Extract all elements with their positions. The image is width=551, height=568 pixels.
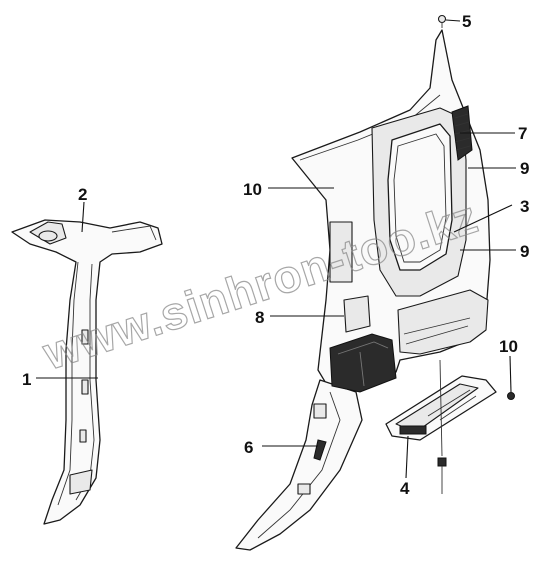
quarter-trim-panel xyxy=(291,29,491,391)
clip-fastener-5 xyxy=(437,14,447,28)
callout-4: 4 xyxy=(400,479,410,498)
screw-fastener xyxy=(437,457,447,494)
callout-2: 2 xyxy=(78,185,87,204)
callout-8: 8 xyxy=(255,308,264,327)
storage-housing xyxy=(329,333,397,393)
callout-5: 5 xyxy=(462,12,471,31)
callout-3: 3 xyxy=(520,197,529,216)
callout-9a: 9 xyxy=(520,159,529,178)
leader-10b xyxy=(509,355,512,393)
callout-1: 1 xyxy=(22,370,31,389)
lower-quarter-trim xyxy=(235,379,363,551)
callout-9b: 9 xyxy=(520,242,529,261)
callout-6: 6 xyxy=(244,438,253,457)
clip-fastener-10 xyxy=(507,392,515,400)
callout-10a: 10 xyxy=(243,180,262,199)
leader-2 xyxy=(81,201,85,233)
leader-5 xyxy=(445,19,461,22)
leader-3 xyxy=(453,204,513,233)
leader-lines xyxy=(36,19,516,479)
screw-axis-line xyxy=(439,359,443,457)
callout-labels: 1 2 3 4 5 6 7 8 9 9 10 10 xyxy=(22,12,529,498)
leader-4 xyxy=(405,435,409,479)
callout-7: 7 xyxy=(518,124,527,143)
a-pillar-trim xyxy=(11,219,163,525)
callout-10b: 10 xyxy=(499,337,518,356)
